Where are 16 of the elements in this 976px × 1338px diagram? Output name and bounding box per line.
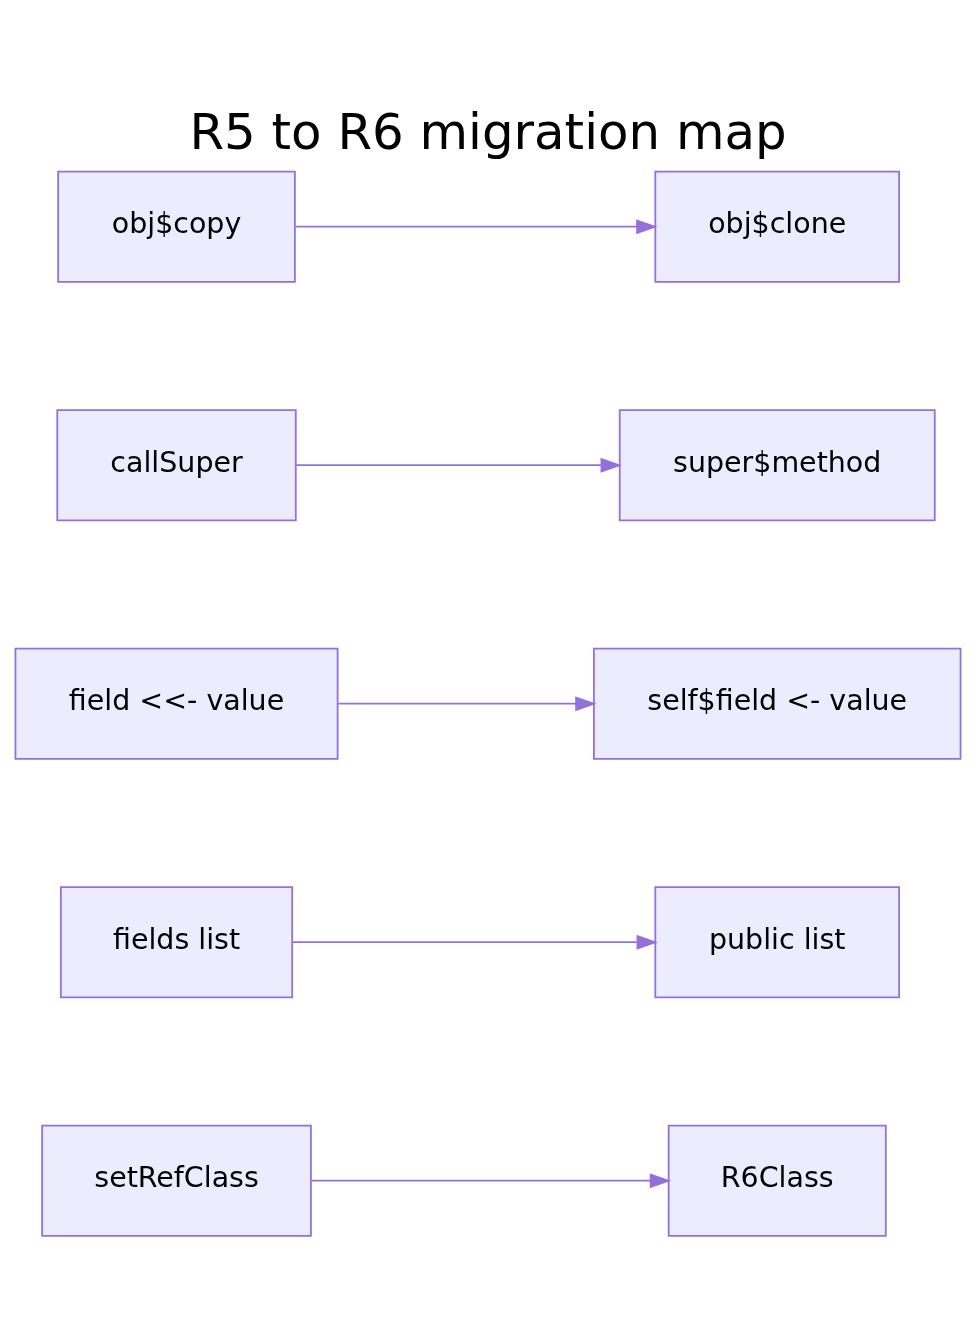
arrow [291,934,658,950]
node-box: obj$copy [57,170,296,283]
arrow [295,457,622,473]
node-box: field <<- value [14,647,339,760]
node-box: fields list [59,886,294,999]
node-box: self$field <- value [593,647,962,760]
diagram-title: R5 to R6 migration map [189,103,787,162]
arrow [310,1173,672,1189]
node-box: obj$clone [654,170,901,283]
node-box: super$method [618,409,936,522]
arrow [337,696,597,712]
arrow [294,219,658,235]
node-box: R6Class [667,1124,887,1237]
node-box: setRefClass [41,1124,312,1237]
node-box: public list [654,886,901,999]
node-box: callSuper [56,409,297,522]
